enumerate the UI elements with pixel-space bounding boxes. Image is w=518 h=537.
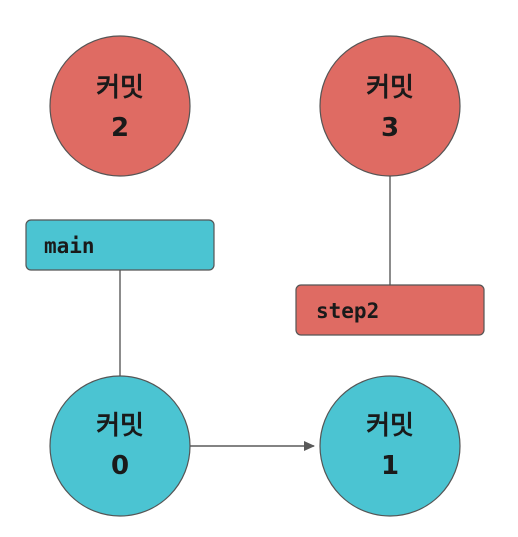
commit-3-circle: [319, 35, 461, 177]
branch-label-step2: step2: [295, 284, 485, 336]
commit-2-label: 커밋: [96, 73, 144, 103]
commit-1-number: 1: [381, 451, 399, 481]
commit-2-circle: [49, 35, 191, 177]
commit-1-circle: [319, 375, 461, 517]
commit-node-1: 커밋 1: [319, 375, 461, 517]
commit-3-number: 3: [381, 113, 399, 143]
branch-step2-text: step2: [316, 299, 379, 323]
branch-main-text: main: [44, 234, 95, 258]
commit-3-label: 커밋: [366, 73, 414, 103]
commit-node-3: 커밋 3: [319, 35, 461, 177]
commit-node-0: 커밋 0: [49, 375, 191, 517]
branch-label-main: main: [25, 219, 215, 271]
commit-0-number: 0: [111, 451, 129, 481]
commit-1-label: 커밋: [366, 411, 414, 441]
branch-step2-box: [295, 284, 485, 336]
branch-main-box: [25, 219, 215, 271]
commit-0-circle: [49, 375, 191, 517]
commit-2-number: 2: [111, 113, 129, 143]
commit-0-label: 커밋: [96, 411, 144, 441]
commit-node-2: 커밋 2: [49, 35, 191, 177]
